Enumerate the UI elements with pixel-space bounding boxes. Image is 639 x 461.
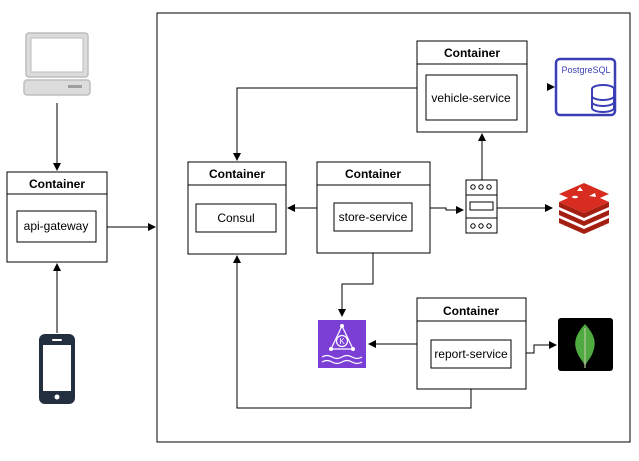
postgresql-icon: PostgreSQL: [554, 57, 617, 117]
report-service-container-title: Container: [443, 304, 499, 318]
kafka-icon: K: [318, 320, 366, 368]
store-service-label: store-service: [339, 210, 408, 224]
consul-container-title: Container: [209, 167, 265, 181]
postgresql-label: PostgreSQL: [561, 65, 610, 75]
report-service-container[interactable]: Container report-service: [416, 297, 527, 390]
consul-service-label: Consul: [217, 211, 254, 225]
mobile-phone-icon: [39, 334, 75, 404]
vehicle-service-container-title: Container: [444, 46, 500, 60]
system-boundary: [156, 12, 631, 443]
vehicle-service-container[interactable]: Container vehicle-service: [416, 40, 528, 133]
edge-vehicle-to-consul: [233, 87, 417, 161]
mongodb-icon: [558, 318, 613, 371]
svg-text:K: K: [339, 337, 345, 346]
consul-container[interactable]: Container Consul: [187, 161, 287, 255]
edge-report-to-consul: [233, 255, 472, 409]
store-service-container[interactable]: Container store-service: [316, 161, 431, 254]
redis-icon: [559, 183, 609, 234]
report-service-label: report-service: [434, 347, 508, 361]
desktop-computer-icon: [23, 32, 91, 96]
store-service-container-title: Container: [345, 167, 401, 181]
api-gateway-container[interactable]: Container api-gateway: [6, 171, 108, 263]
edge-store-to-kafka: [338, 253, 374, 317]
vehicle-service-label: vehicle-service: [431, 91, 511, 105]
api-gateway-container-title: Container: [29, 177, 85, 191]
api-gateway-service-label: api-gateway: [24, 219, 89, 233]
load-balancer-icon: [465, 179, 498, 234]
edge-store-to-load-balancer: [430, 206, 464, 214]
